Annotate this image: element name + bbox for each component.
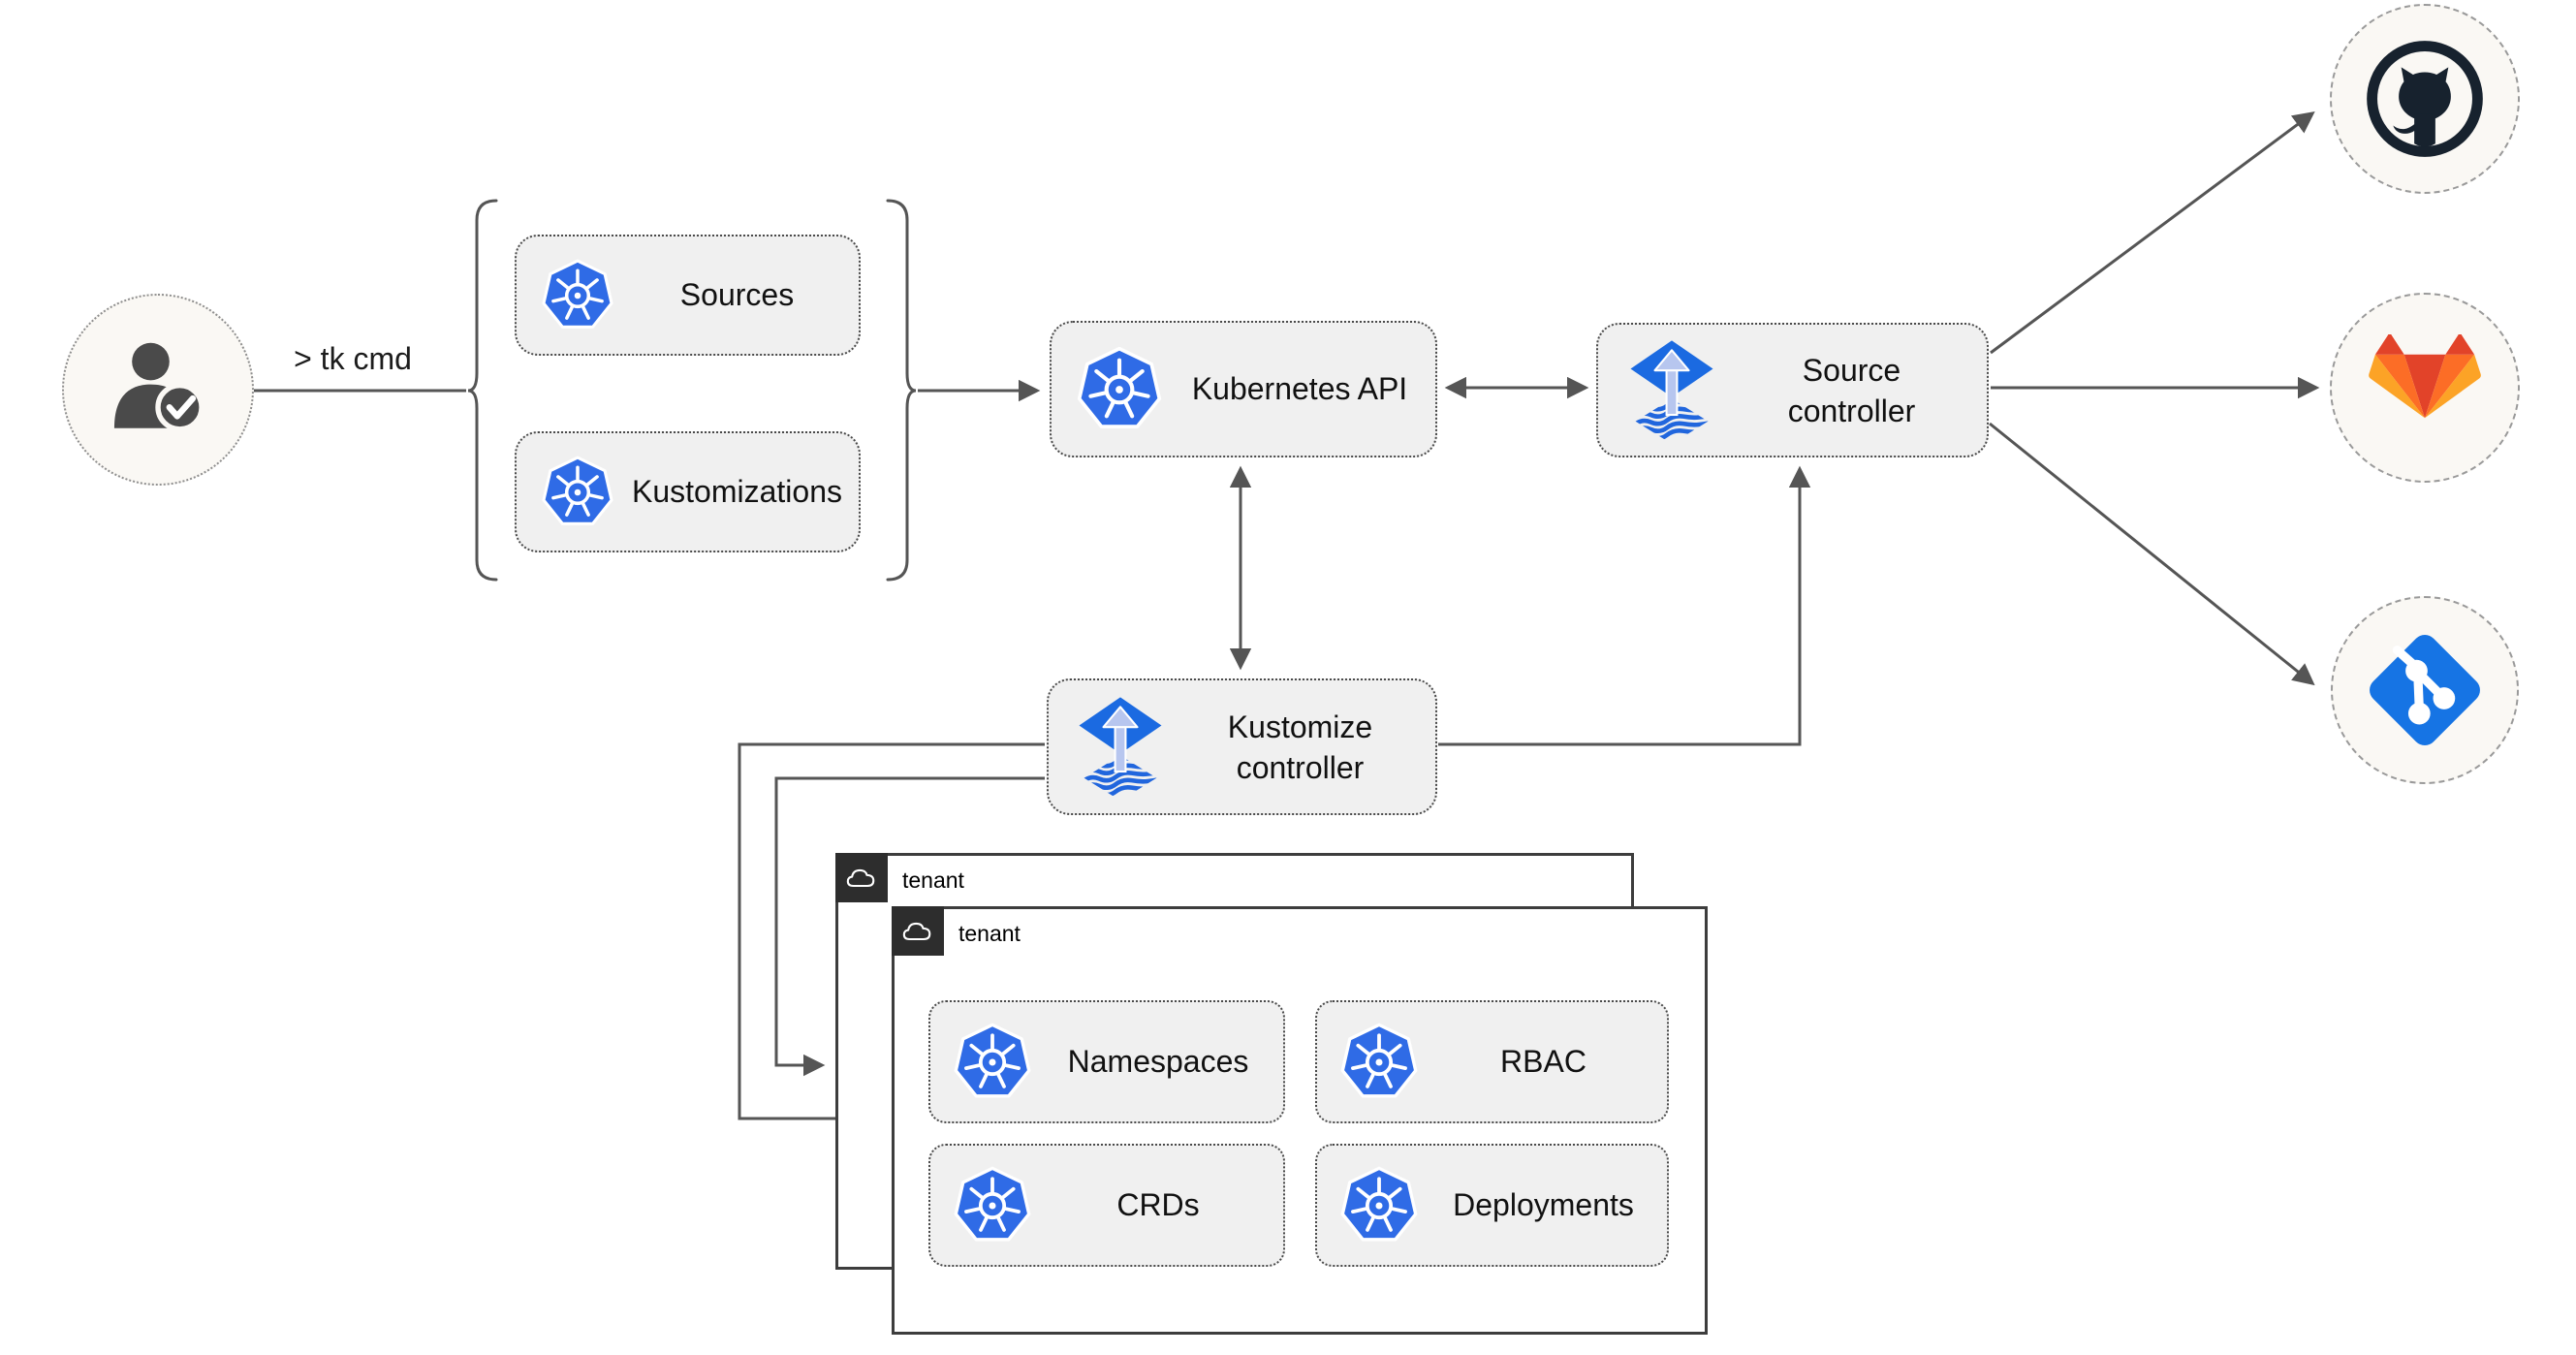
kustomize-controller-box: Kustomize controller xyxy=(1047,678,1437,815)
git-node xyxy=(2331,596,2519,784)
tenant-box-front: tenant Namespaces RBAC CRDs Deployments xyxy=(892,906,1708,1335)
edge-source-to-git xyxy=(1989,422,2315,686)
sources-label: Sources xyxy=(679,277,795,312)
gitlab-tanuki-icon xyxy=(2369,334,2481,442)
cloud-icon xyxy=(901,919,934,943)
kubernetes-api-box: Kubernetes API xyxy=(1050,321,1437,457)
tenant-tab xyxy=(835,853,888,902)
tenant-tab xyxy=(892,906,944,956)
github-node xyxy=(2330,4,2520,194)
edge-kustomize-to-source xyxy=(1438,465,1811,746)
deployments-box: Deployments xyxy=(1315,1144,1669,1267)
kubernetes-wheel-icon xyxy=(1338,1022,1420,1103)
kustomizations-label: Kustomizations xyxy=(632,474,842,509)
kustomizations-box: Kustomizations xyxy=(515,431,861,552)
tenant-label: tenant xyxy=(902,867,964,893)
kustomize-controller-line2: controller xyxy=(1236,749,1365,785)
source-controller-line1: Source xyxy=(1802,352,1901,388)
grouping-bracket-left xyxy=(467,199,498,582)
edge-kustomize-to-tenant-front xyxy=(738,742,1045,1130)
user-node xyxy=(62,294,254,486)
source-controller-line2: controller xyxy=(1787,393,1916,428)
user-check-icon xyxy=(101,332,215,447)
gitlab-node xyxy=(2330,293,2520,483)
namespaces-label: Namespaces xyxy=(1067,1044,1249,1079)
kustomize-controller-line1: Kustomize xyxy=(1227,709,1373,744)
edge-kustomize-to-tenant-back xyxy=(774,776,1045,1077)
rbac-label: RBAC xyxy=(1500,1044,1586,1079)
git-branch-icon xyxy=(2356,621,2494,759)
github-octocat-icon xyxy=(2363,37,2487,161)
cloud-icon xyxy=(845,866,878,890)
crds-label: CRDs xyxy=(1116,1187,1200,1222)
flux-icon xyxy=(1627,337,1716,444)
kubernetes-api-label: Kubernetes API xyxy=(1191,371,1408,406)
kubernetes-wheel-icon xyxy=(952,1165,1033,1246)
source-controller-box: Source controller xyxy=(1596,323,1989,457)
grouping-bracket-right xyxy=(886,199,917,582)
kubernetes-wheel-icon xyxy=(1075,345,1164,434)
crds-box: CRDs xyxy=(928,1144,1285,1267)
tenant-label: tenant xyxy=(958,921,1021,946)
sources-box: Sources xyxy=(515,235,861,356)
kubernetes-wheel-icon xyxy=(540,455,615,530)
namespaces-box: Namespaces xyxy=(928,1000,1285,1123)
rbac-box: RBAC xyxy=(1315,1000,1669,1123)
cli-command-label: > tk cmd xyxy=(294,341,412,376)
flux-icon xyxy=(1076,694,1165,801)
deployments-label: Deployments xyxy=(1453,1187,1634,1222)
kubernetes-wheel-icon xyxy=(952,1022,1033,1103)
edge-source-to-github xyxy=(1990,110,2315,355)
kubernetes-wheel-icon xyxy=(540,258,615,333)
source-controller-label: Source controller xyxy=(1716,350,1987,431)
kubernetes-wheel-icon xyxy=(1338,1165,1420,1246)
kustomize-controller-label: Kustomize controller xyxy=(1165,707,1435,788)
